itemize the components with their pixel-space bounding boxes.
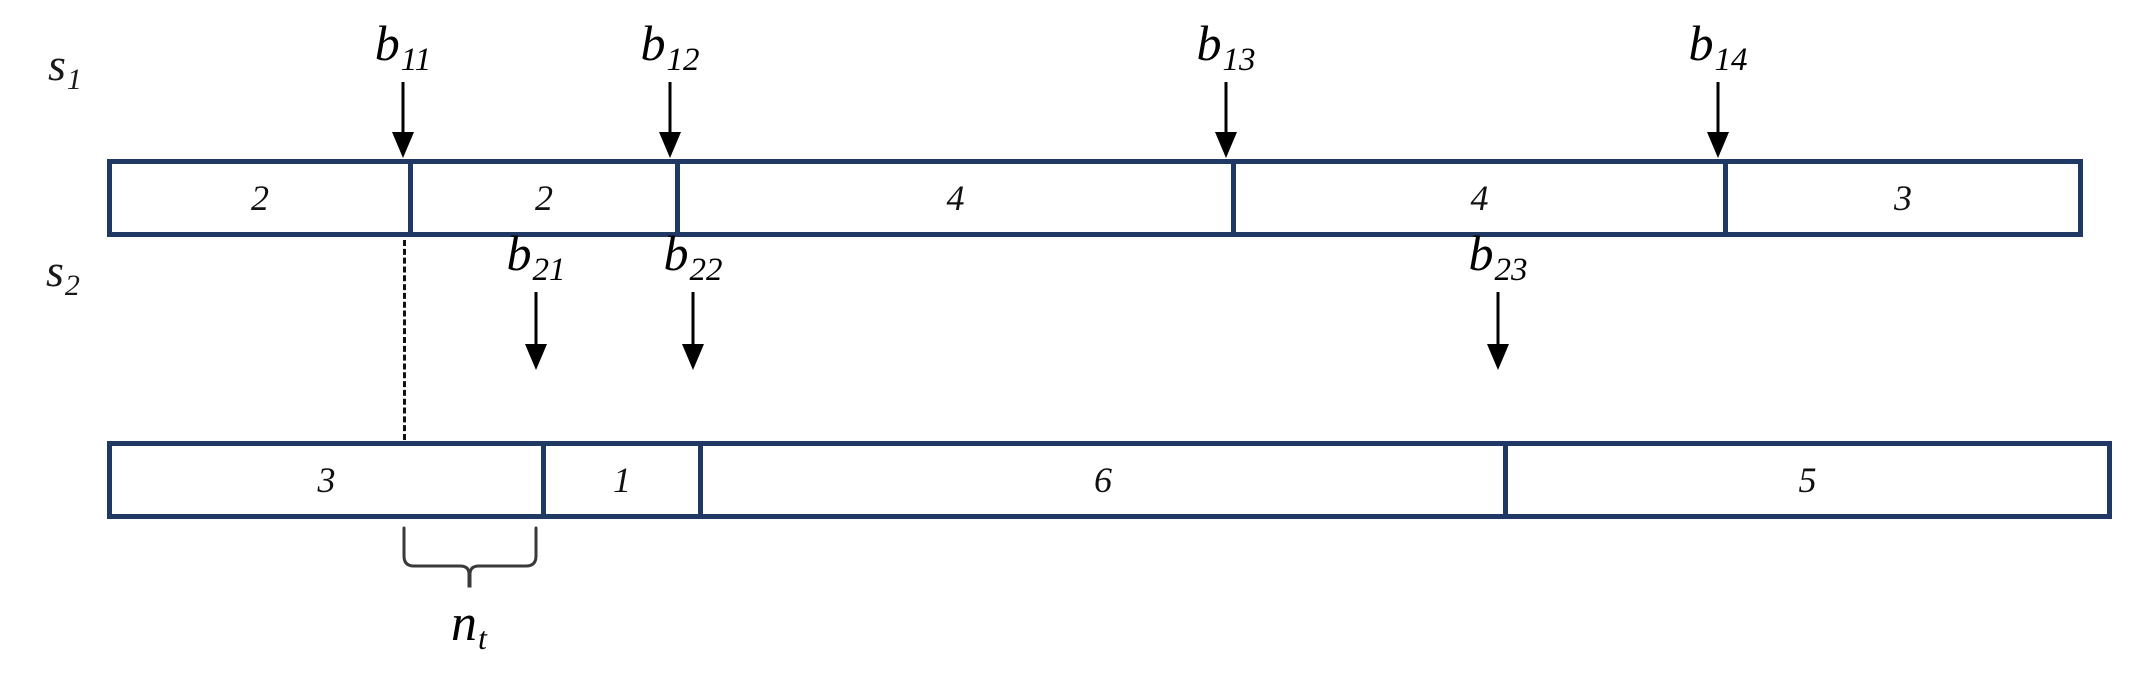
segment-value: 5 — [1798, 460, 1817, 500]
stream-s2-segment-2[interactable]: 1 — [541, 446, 698, 514]
stream-bar-s1: 2 2 4 4 3 — [107, 159, 2083, 237]
stream-label-s1-subscript: 1 — [66, 63, 82, 96]
boundary-arrow-b21 — [521, 292, 551, 377]
stream-s1-segment-3[interactable]: 4 — [675, 164, 1231, 232]
boundary-label-b22-subscript: 22 — [689, 251, 723, 288]
boundary-label-b11-subscript: 11 — [400, 41, 432, 78]
segment-value: 2 — [251, 178, 269, 218]
stream-s2-segment-1[interactable]: 3 — [112, 446, 541, 514]
boundary-arrow-b11 — [388, 82, 418, 165]
boundary-label-b13: b13 — [1197, 18, 1256, 77]
stream-s2-segment-3[interactable]: 6 — [698, 446, 1503, 514]
stream-s1-segment-1[interactable]: 2 — [112, 164, 408, 232]
stream-s1-segment-5[interactable]: 3 — [1723, 164, 2078, 232]
segment-value: 3 — [317, 460, 336, 500]
boundary-label-b14-base: b — [1688, 15, 1714, 71]
boundary-label-b13-base: b — [1196, 15, 1222, 71]
nt-label: nt — [451, 598, 487, 654]
boundary-label-b23-base: b — [1468, 225, 1494, 281]
segment-value: 6 — [1094, 460, 1112, 500]
stream-label-s1: s1 — [48, 42, 82, 95]
boundary-label-b13-subscript: 13 — [1222, 41, 1256, 78]
stream-label-s2-subscript: 2 — [64, 269, 80, 302]
stream-label-s2-base: s — [46, 245, 64, 296]
nt-brace — [396, 526, 548, 593]
stream-s1-segment-2[interactable]: 2 — [408, 164, 675, 232]
boundary-label-b11: b11 — [375, 18, 432, 77]
stream-label-s1-base: s — [48, 39, 66, 90]
nt-label-subscript: t — [478, 619, 487, 656]
boundary-label-b14: b14 — [1689, 18, 1748, 77]
boundary-label-b11-base: b — [374, 15, 400, 71]
segment-value: 3 — [1894, 178, 1912, 218]
boundary-label-b22-base: b — [663, 225, 689, 281]
stream-label-s2: s2 — [46, 248, 80, 301]
boundary-label-b12: b12 — [641, 18, 700, 77]
boundary-arrow-b13 — [1211, 82, 1241, 165]
boundary-arrow-b12 — [655, 82, 685, 165]
nt-label-base: n — [451, 595, 478, 652]
segment-value: 1 — [613, 460, 631, 500]
stream-bar-s2: 3 1 6 5 — [107, 441, 2112, 519]
stream-s1-segment-4[interactable]: 4 — [1231, 164, 1723, 232]
boundary-label-b14-subscript: 14 — [1714, 41, 1748, 78]
segment-value: 4 — [946, 178, 965, 218]
segment-value: 2 — [535, 178, 553, 218]
dash-dot-alignment-line — [403, 240, 406, 440]
stream-s2-segment-4[interactable]: 5 — [1503, 446, 2107, 514]
boundary-arrow-b14 — [1703, 82, 1733, 165]
boundary-label-b22: b22 — [664, 228, 723, 287]
boundary-arrow-b23 — [1483, 292, 1513, 377]
boundary-label-b23: b23 — [1469, 228, 1528, 287]
boundary-label-b21-base: b — [506, 225, 532, 281]
boundary-label-b12-base: b — [640, 15, 666, 71]
segment-value: 4 — [1470, 178, 1489, 218]
boundary-label-b23-subscript: 23 — [1494, 251, 1528, 288]
boundary-arrow-b22 — [678, 292, 708, 377]
boundary-label-b12-subscript: 12 — [666, 41, 700, 78]
boundary-label-b21-subscript: 21 — [532, 251, 566, 288]
boundary-label-b21: b21 — [507, 228, 566, 287]
